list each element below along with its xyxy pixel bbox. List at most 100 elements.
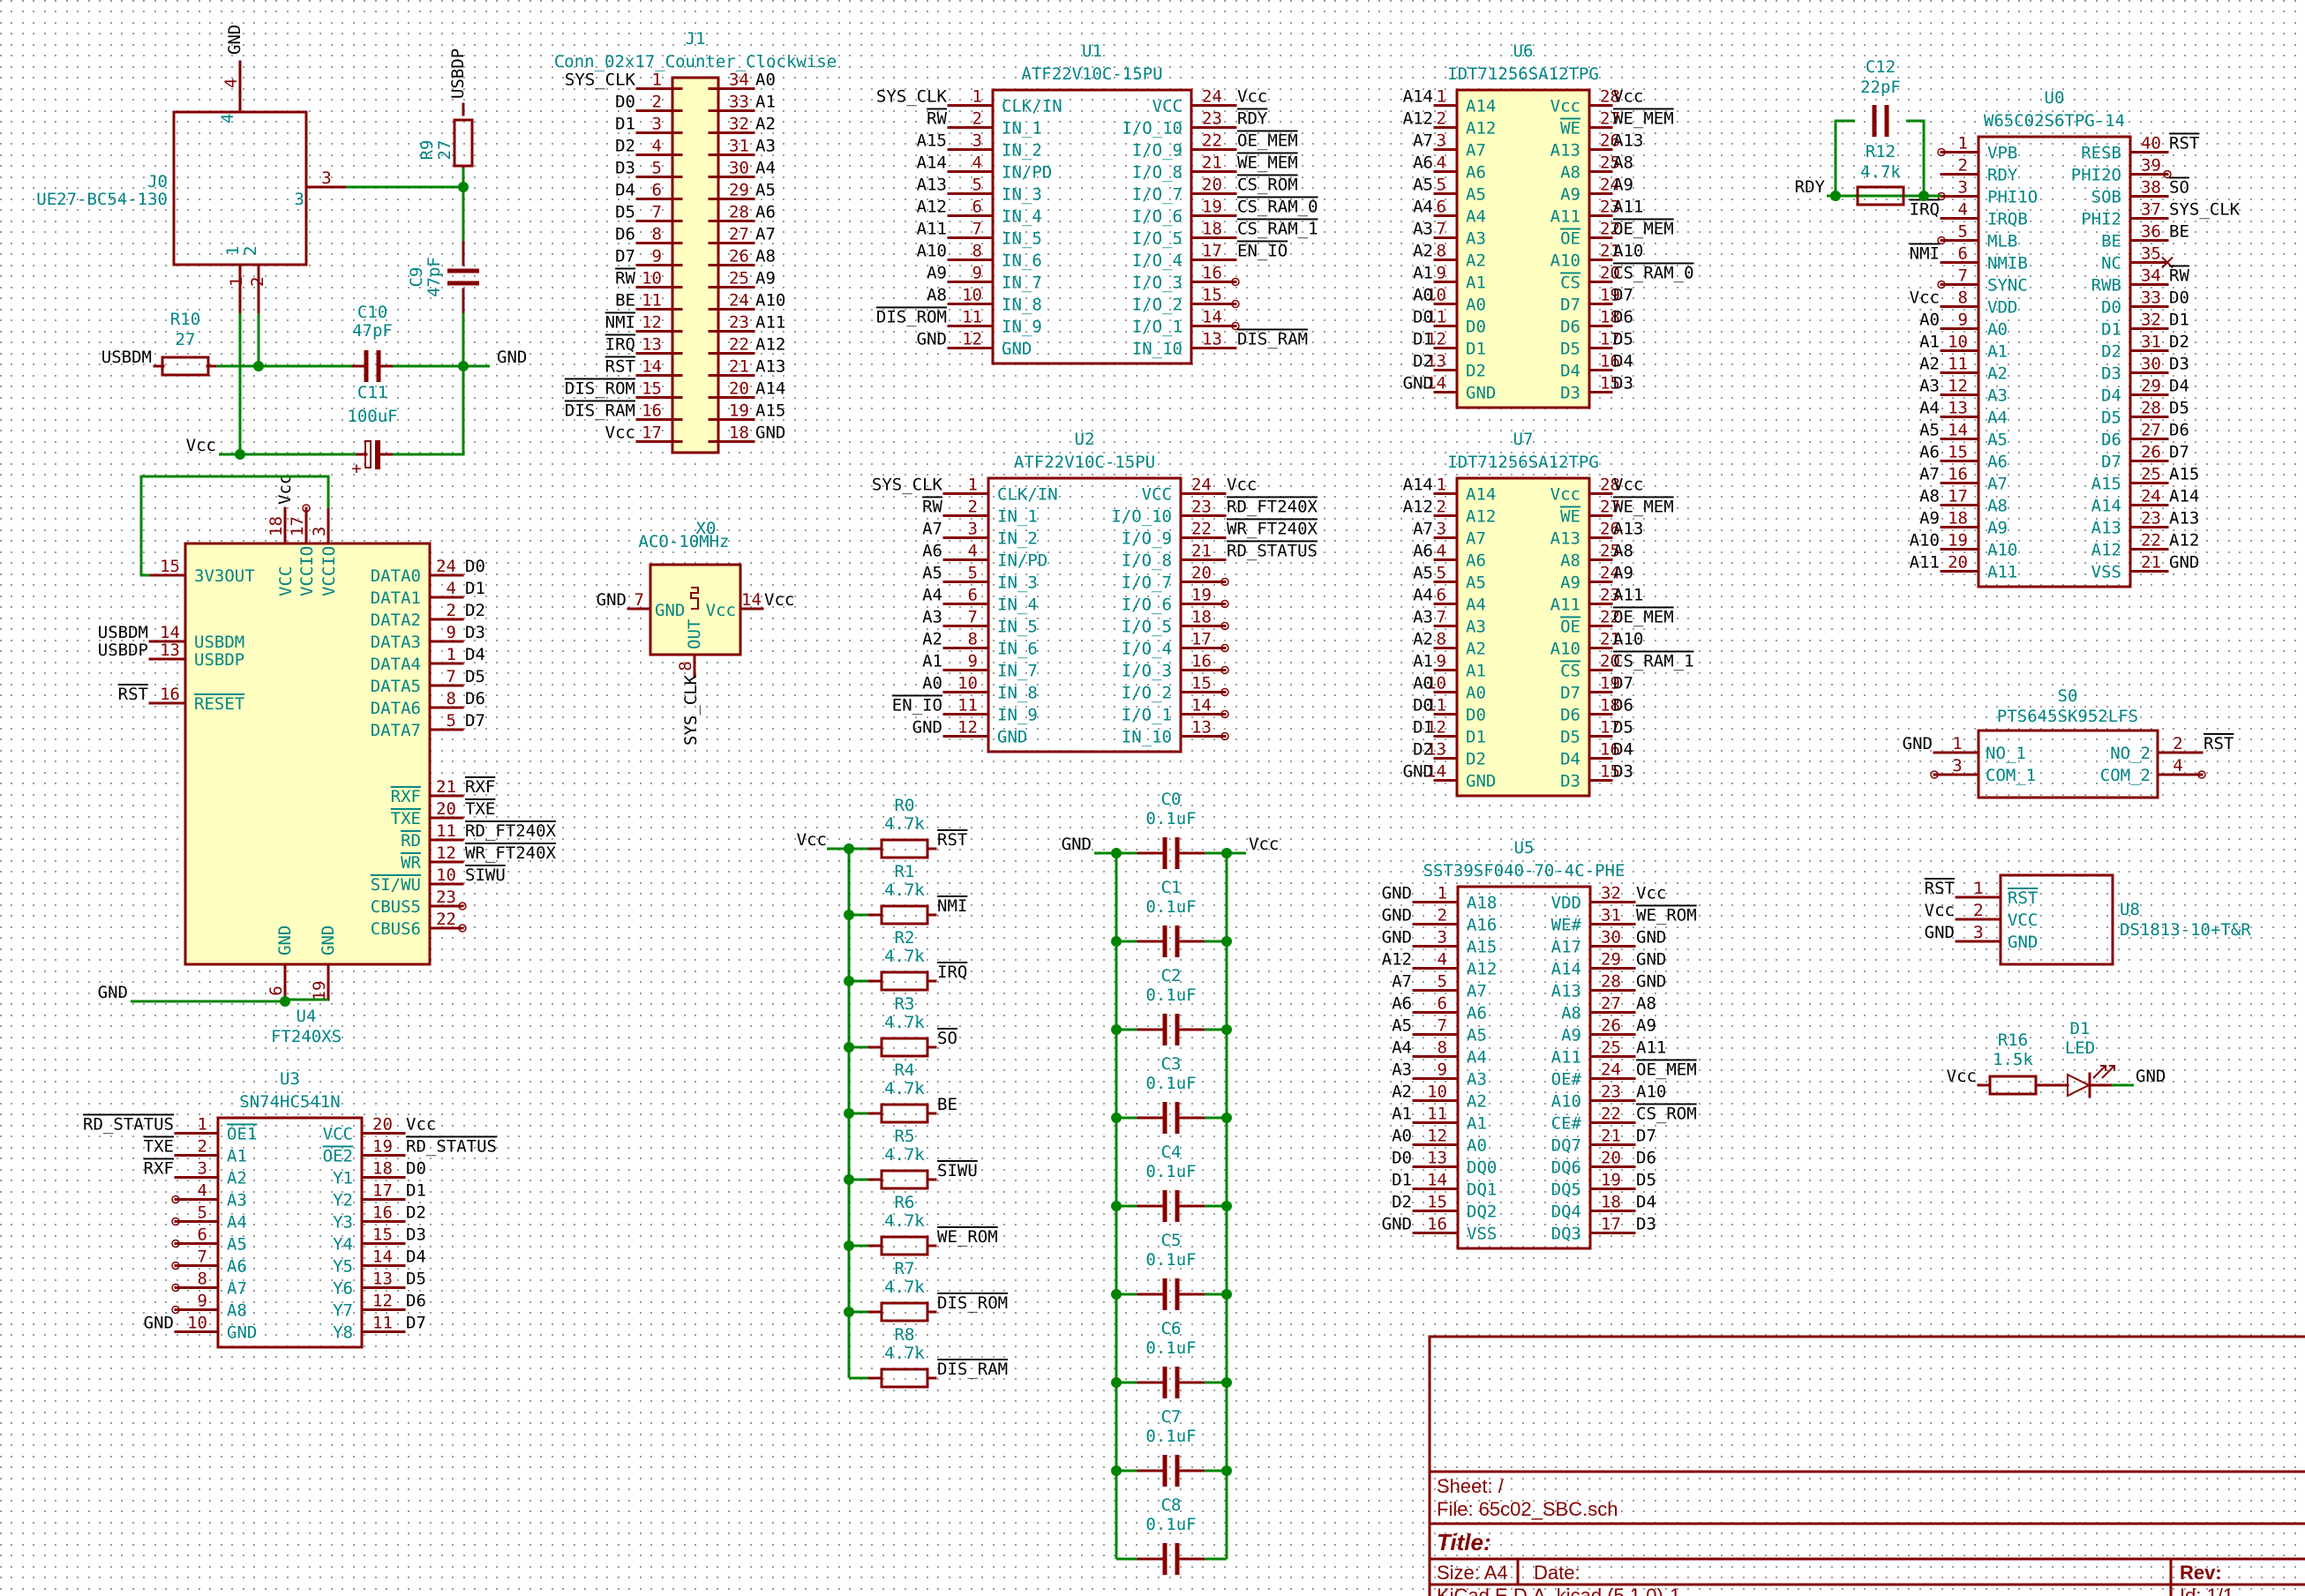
net-label: D7 [1613,674,1633,693]
net-label: WE_MEM [1613,109,1674,129]
pin-name: DQ7 [1551,1136,1581,1156]
pin-number: 12 [372,1292,393,1311]
pin-name: USBDP [194,650,244,670]
pin-number: 7 [1437,608,1446,627]
pin-number: 39 [2141,156,2161,176]
pin-number: 9 [1438,1060,1447,1080]
component-body[interactable] [991,88,1193,365]
component-value: 47pF [424,257,444,297]
net-label: RXF [144,1159,174,1179]
pin-number: 25 [1600,154,1620,173]
pin-name: DQ6 [1551,1158,1581,1178]
pin-name: A7 [1987,475,2008,494]
pin-name: DQ1 [1467,1180,1497,1200]
net-label: D7 [2169,443,2189,462]
pin-number: 18 [372,1159,393,1179]
component-value: 4.7k [884,1013,925,1032]
wire [1834,119,1855,196]
component-body[interactable] [1456,885,1592,1250]
net-label: A1 [1413,264,1433,283]
pin-number: 5 [1437,564,1446,583]
pin-name: D1 [2101,320,2121,340]
pin-name: OUT [685,619,704,649]
pin-name: A0 [1467,1136,1487,1156]
net-label: D2 [615,137,635,156]
net-label: D5 [2169,399,2189,418]
net-label: CS_RAM_1 [1237,220,1318,239]
pin-number: 10 [1427,1083,1447,1102]
net-label: A4 [1392,1038,1412,1058]
pin-number: 1 [968,476,978,495]
pin-number: 3 [652,115,662,134]
net-label: D0 [465,557,485,576]
component-value: LED [2065,1038,2095,1058]
pin-number: 5 [968,564,978,583]
net-label: A9 [1613,176,1633,195]
pin-number: 7 [634,590,644,610]
component-body[interactable] [1977,729,2159,799]
net-label: D1 [1392,1171,1412,1190]
net-label: SYS_CLK [876,87,948,107]
net-label: CS_RAM_0 [1237,198,1318,217]
unconnected-pin-marker [171,1305,180,1315]
pin-name: A8 [1561,1004,1581,1023]
net-label: CS_RAM_0 [1613,264,1694,283]
pin-number: 22 [2141,531,2161,551]
component-reference: U1 [1082,41,1102,61]
pin-number: 18 [1202,220,1222,239]
component-reference: C12 [1866,57,1896,77]
net-label: Vcc [1636,884,1666,903]
component-body[interactable] [216,1116,364,1349]
pin-number: 3 [1952,756,1962,776]
title-block-frame [1428,1335,2305,1596]
net-label: D4 [465,645,485,664]
pin-number: 5 [1438,972,1447,992]
pin-number: 16 [1948,465,1968,484]
component-body[interactable] [1977,135,2132,588]
component-body[interactable] [1455,88,1591,409]
pin-name: A12 [1466,507,1496,527]
pin-number: 8 [447,689,456,708]
component-value: 47pF [352,321,393,341]
pin-number: 18 [1600,308,1620,327]
net-label: RD_FT240X [1227,498,1318,517]
net-label: GND [912,718,942,738]
pin-name: SOB [2091,188,2121,207]
net-label: DIS_ROM [937,1293,1008,1313]
component-body[interactable] [1455,476,1591,798]
net-label: Vcc [1925,901,1955,920]
net-label: D0 [1392,1149,1412,1168]
unconnected-pin-marker [1220,621,1229,631]
component-body[interactable] [184,542,432,966]
component-body[interactable] [987,476,1183,753]
pin-number: 4 [1437,542,1446,561]
net-label: RST [2204,734,2234,753]
pin-name: A1 [1466,662,1486,681]
title-block-size: Size: A4 [1437,1562,1508,1584]
net-label: RW [927,109,947,129]
pin-number: 19 [1600,674,1620,693]
schematic-layer[interactable]: J1Conn_02x17_Counter_Clockwise1SYS_CLK2D… [36,25,2251,1575]
component-J1[interactable]: J1Conn_02x17_Counter_Clockwise1SYS_CLK2D… [554,29,837,454]
unconnected-pin-marker [2197,770,2206,779]
net-label: A4 [1413,586,1433,605]
pin-name: A4 [1466,596,1486,615]
net-label: IRQ [605,335,635,355]
pullup-resistors[interactable]: VccR04.7kRSTR14.7kNMIR24.7kIRQR34.7kSOR4… [797,796,1008,1389]
component-value: 0.1uF [1145,985,1196,1005]
